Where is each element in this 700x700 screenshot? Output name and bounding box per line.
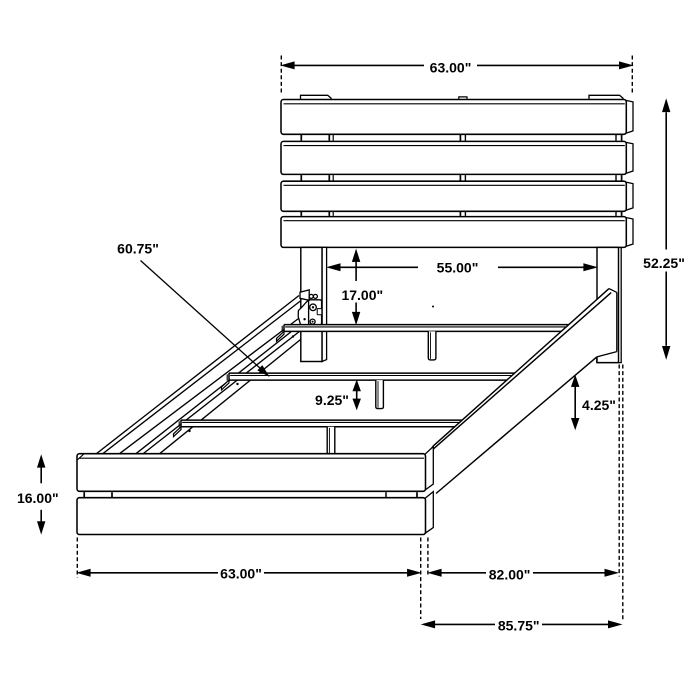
svg-text:60.75": 60.75" [117,240,159,256]
svg-text:55.00": 55.00" [437,259,479,275]
svg-text:63.00": 63.00" [220,566,262,582]
svg-text:85.75": 85.75" [498,618,540,634]
svg-text:17.00": 17.00" [341,287,383,303]
svg-text:63.00": 63.00" [430,59,472,75]
svg-text:16.00": 16.00" [17,490,59,506]
svg-text:52.25": 52.25" [643,255,685,271]
svg-text:9.25": 9.25" [315,392,349,408]
svg-text:4.25": 4.25" [582,397,616,413]
svg-text:82.00": 82.00" [489,566,531,582]
